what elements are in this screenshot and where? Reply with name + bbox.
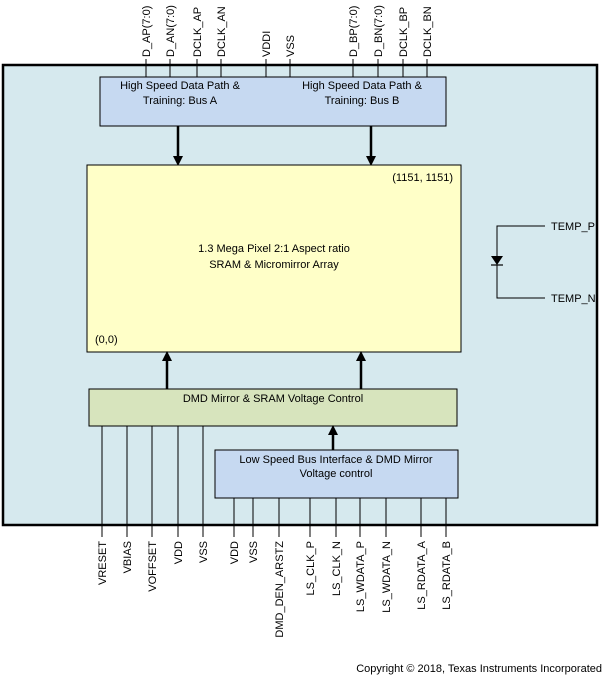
temp-diode bbox=[491, 225, 545, 299]
top-pin-label-dclk-bn: DCLK_BN bbox=[422, 6, 434, 57]
array-corner-bottom-label: (0,0) bbox=[95, 334, 118, 346]
bottom-pin-label-left-vdd: VDD bbox=[173, 541, 185, 564]
top-pin-label-d-bn-7-0: D_BN(7:0) bbox=[373, 5, 385, 57]
bottom-pin-label-right-vdd: VDD bbox=[229, 541, 241, 564]
array-corner-top-label: (1151, 1151) bbox=[392, 172, 453, 184]
bottom-pin-label-right-ls-clk-p: LS_CLK_P bbox=[305, 541, 317, 595]
diode-icon bbox=[491, 256, 503, 265]
top-pin-label-vss: VSS bbox=[285, 35, 297, 57]
bottom-pin-label-left-voffset: VOFFSET bbox=[147, 541, 159, 592]
top-pin-label-d-an-7-0: D_AN(7:0) bbox=[165, 5, 177, 57]
data-path-a-line2: Training: Bus A bbox=[143, 95, 218, 107]
micromirror-array-block bbox=[86, 164, 462, 353]
bottom-pin-label-left-vss: VSS bbox=[198, 541, 210, 563]
top-pin-labels: D_AP(7:0) D_AN(7:0) DCLK_AP DCLK_AN VDDI VSS D… bbox=[141, 5, 434, 57]
bottom-pin-label-right-ls-wdata-p: LS_WDATA_P bbox=[355, 541, 367, 612]
low-speed-line1: Low Speed Bus Interface & DMD Mirror bbox=[239, 454, 433, 466]
bottom-pin-label-left-vreset: VRESET bbox=[97, 541, 109, 585]
temp-n-label: TEMP_N bbox=[551, 293, 596, 305]
bottom-pin-lines bbox=[101, 426, 447, 537]
data-path-blocks bbox=[99, 76, 447, 127]
top-pin-label-dclk-an: DCLK_AN bbox=[216, 6, 228, 57]
top-pin-label-dclk-bp: DCLK_BP bbox=[398, 7, 410, 57]
bottom-pin-label-right-ls-rdata-b: LS_RDATA_B bbox=[441, 541, 453, 610]
bottom-pin-label-right-ls-wdata-n: LS_WDATA_N bbox=[381, 541, 393, 613]
top-pin-label-dclk-ap: DCLK_AP bbox=[192, 7, 204, 57]
array-title-line1: 1.3 Mega Pixel 2:1 Aspect ratio bbox=[198, 243, 350, 255]
copyright-text: Copyright © 2018, Texas Instruments Inco… bbox=[356, 663, 602, 675]
data-path-b-line1: High Speed Data Path & bbox=[302, 80, 423, 92]
data-path-a-line1: High Speed Data Path & bbox=[120, 80, 241, 92]
bottom-pin-label-right-ls-rdata-a: LS_RDATA_A bbox=[416, 540, 428, 609]
voltage-control-block bbox=[88, 388, 458, 427]
array-title-line2: SRAM & Micromirror Array bbox=[209, 259, 339, 271]
low-speed-line2: Voltage control bbox=[300, 468, 373, 480]
data-path-b-line2: Training: Bus B bbox=[325, 95, 400, 107]
bottom-pin-label-right-vss: VSS bbox=[248, 541, 260, 563]
bottom-pin-label-right-ls-clk-n: LS_CLK_N bbox=[331, 541, 343, 596]
top-pin-label-vddi: VDDI bbox=[261, 31, 273, 57]
top-pin-label-d-ap-7-0: D_AP(7:0) bbox=[141, 6, 153, 57]
voltage-control-label: DMD Mirror & SRAM Voltage Control bbox=[183, 393, 363, 405]
top-pin-label-d-bp-7-0: D_BP(7:0) bbox=[348, 6, 360, 57]
top-pin-lines bbox=[145, 59, 428, 77]
temp-p-label: TEMP_P bbox=[551, 221, 595, 233]
bottom-pin-label-left-vbias: VBIAS bbox=[122, 541, 134, 573]
bottom-pin-labels: VRESET VBIAS VOFFSET VDD VSS VDD VSS DMD_DEN_AR… bbox=[97, 540, 453, 637]
bottom-pin-label-right-dmd-den-arstz: DMD_DEN_ARSTZ bbox=[274, 541, 286, 638]
